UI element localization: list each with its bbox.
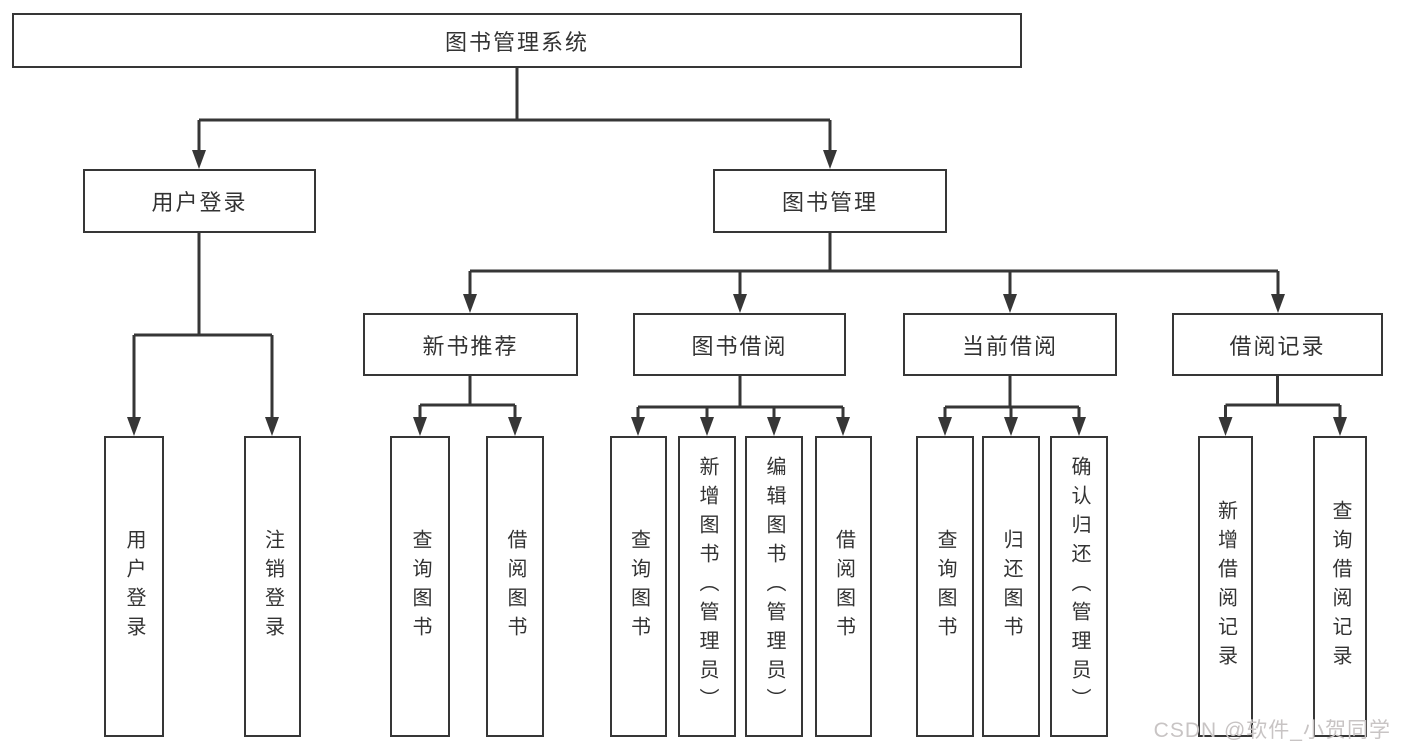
- leaf-user-login: 用户登录: [104, 436, 164, 737]
- leaf-borrow-add-books-admin: 新增图书（管理员）: [678, 436, 736, 737]
- node-borrow-records-label: 借阅记录: [1229, 333, 1326, 359]
- leaf-current-query-books: 查询图书: [916, 436, 974, 737]
- leaf-current-return-books-label: 归还图书: [1000, 528, 1022, 645]
- node-book-management: 图书管理: [713, 169, 947, 233]
- leaf-borrow-add-books-admin-label: 新增图书（管理员）: [696, 456, 718, 717]
- leaf-borrow-edit-books-admin: 编辑图书（管理员）: [745, 436, 803, 737]
- leaf-user-login-label: 用户登录: [123, 528, 145, 645]
- leaf-borrow-edit-books-admin-label: 编辑图书（管理员）: [763, 456, 785, 717]
- leaf-records-query-record: 查询借阅记录: [1313, 436, 1367, 737]
- leaf-rec-query-books-label: 查询图书: [409, 528, 431, 645]
- arrowheads: [127, 150, 1347, 436]
- leaf-borrow-query-books-label: 查询图书: [627, 528, 650, 645]
- leaf-records-add-record: 新增借阅记录: [1198, 436, 1253, 737]
- node-current-borrow-label: 当前借阅: [961, 333, 1058, 359]
- leaf-current-confirm-return-admin: 确认归还（管理员）: [1050, 436, 1108, 737]
- csdn-watermark: CSDN @软件_小贺同学: [1153, 719, 1391, 742]
- node-new-book-recommend-label: 新书推荐: [422, 333, 519, 359]
- leaf-current-return-books: 归还图书: [982, 436, 1040, 737]
- node-user-login-label: 用户登录: [151, 190, 248, 215]
- leaf-borrow-query-books: 查询图书: [610, 436, 667, 737]
- leaf-rec-query-books: 查询图书: [390, 436, 450, 737]
- leaf-current-confirm-return-admin-label: 确认归还（管理员）: [1068, 456, 1090, 717]
- leaf-rec-borrow-books: 借阅图书: [486, 436, 544, 737]
- leaf-current-query-books-label: 查询图书: [934, 528, 956, 645]
- node-current-borrow: 当前借阅: [903, 313, 1117, 376]
- node-root-system: 图书管理系统: [12, 13, 1022, 68]
- node-borrow-records: 借阅记录: [1172, 313, 1383, 376]
- node-book-borrow: 图书借阅: [633, 313, 846, 376]
- node-root-label: 图书管理系统: [444, 29, 589, 55]
- node-new-book-recommend: 新书推荐: [363, 313, 578, 376]
- node-user-login: 用户登录: [83, 169, 316, 233]
- leaf-borrow-borrow-books-label: 借阅图书: [832, 528, 855, 645]
- node-book-borrow-label: 图书借阅: [691, 333, 788, 359]
- leaf-records-add-record-label: 新增借阅记录: [1214, 499, 1237, 674]
- leaf-records-query-record-label: 查询借阅记录: [1329, 499, 1351, 674]
- leaf-logout-login: 注销登录: [244, 436, 301, 737]
- leaf-borrow-borrow-books: 借阅图书: [815, 436, 872, 737]
- leaf-rec-borrow-books-label: 借阅图书: [504, 528, 526, 645]
- leaf-logout-login-label: 注销登录: [261, 528, 284, 645]
- node-book-management-label: 图书管理: [781, 190, 878, 215]
